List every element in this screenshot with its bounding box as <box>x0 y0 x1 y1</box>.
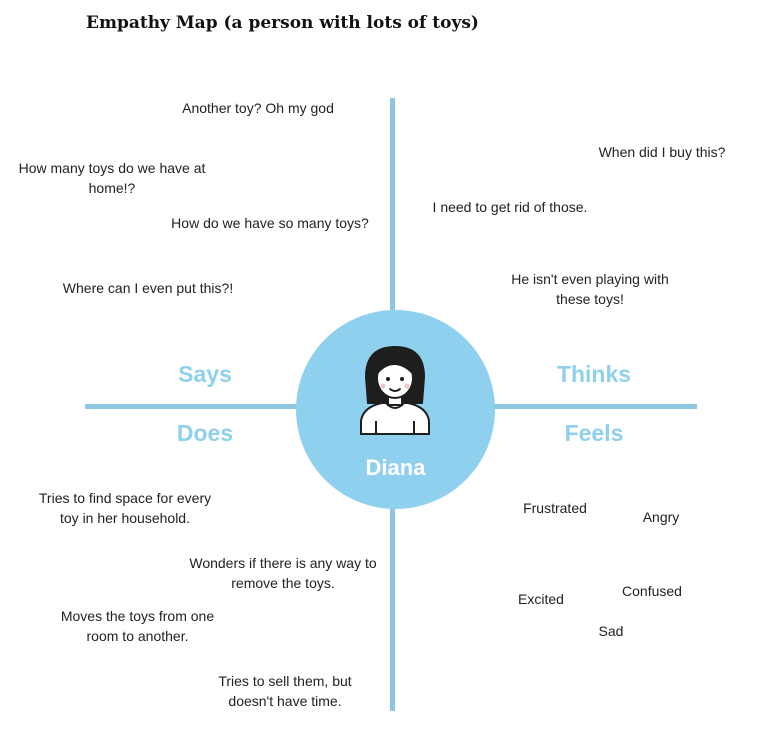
does-note: Moves the toys from one room to another. <box>60 608 215 644</box>
horizontal-divider-left <box>85 404 300 409</box>
does-note: Tries to find space for every toy in her… <box>38 490 212 526</box>
says-note: How many toys do we have at home!? <box>18 160 206 196</box>
feels-note: Sad <box>598 623 624 639</box>
page-title: Empathy Map (a person with lots of toys) <box>86 13 479 33</box>
persona-name: Diana <box>365 455 426 480</box>
quadrant-label-feels: Feels <box>564 420 624 446</box>
does-note: Tries to sell them, but doesn't have tim… <box>218 673 352 709</box>
feels-note: Confused <box>622 583 682 599</box>
person-avatar-icon <box>360 345 430 435</box>
says-note: Where can I even put this?! <box>62 280 234 296</box>
says-note: How do we have so many toys? <box>171 215 369 231</box>
quadrant-label-says: Says <box>178 361 232 387</box>
quadrant-label-does: Does <box>176 420 234 446</box>
horizontal-divider-right <box>490 404 697 409</box>
says-note: Another toy? Oh my god <box>182 100 334 116</box>
thinks-note: I need to get rid of those. <box>432 199 588 215</box>
vertical-divider-top <box>390 98 395 310</box>
vertical-divider-bottom <box>390 505 395 711</box>
quadrant-label-thinks: Thinks <box>556 361 632 387</box>
thinks-note: When did I buy this? <box>598 144 726 160</box>
feels-note: Excited <box>518 591 564 607</box>
does-note: Wonders if there is any way to remove th… <box>189 555 377 591</box>
thinks-note: He isn't even playing with these toys! <box>511 271 669 307</box>
feels-note: Frustrated <box>523 500 587 516</box>
feels-note: Angry <box>642 509 680 525</box>
